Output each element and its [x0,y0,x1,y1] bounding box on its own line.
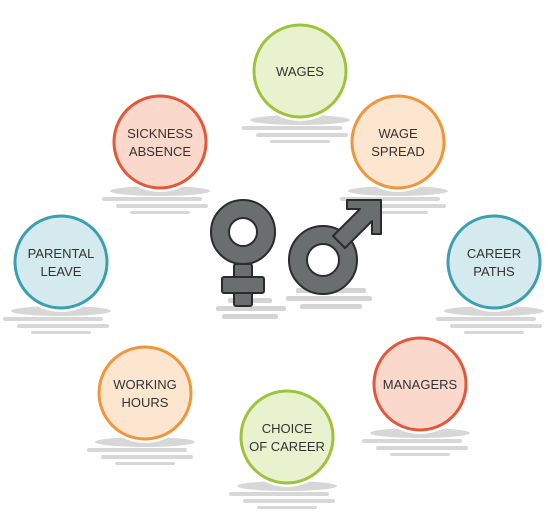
node-choice-of-career-label-2: OF CAREER [249,439,325,454]
node-wage-spread-label-1: WAGE [378,126,418,141]
node-parental-leave-label-1: PARENTAL [28,246,95,261]
node-sickness-absence-label-2: ABSENCE [129,144,191,159]
node-working-hours-circle [97,345,193,441]
node-wage-spread-circle [350,94,446,190]
node-working-hours-label-2: HOURS [122,395,169,410]
node-working-hours: WORKING HOURS [95,343,195,443]
node-wage-spread: WAGE SPREAD [348,92,448,192]
node-career-paths: CAREER PATHS [444,212,544,312]
node-layer: WAGES WAGE SPREAD CAREER PATHS MANAGERS CHOICE… [11,21,544,487]
node-parental-leave-label-2: LEAVE [41,264,82,279]
gender-symbols [210,199,382,319]
node-career-paths-label-2: PATHS [473,264,515,279]
node-choice-of-career: CHOICE OF CAREER [237,387,337,487]
male-symbol-icon [288,199,382,295]
node-working-hours-label-1: WORKING [113,377,177,392]
node-parental-leave: PARENTAL LEAVE [11,212,111,312]
node-wage-spread-label-2: SPREAD [371,144,424,159]
node-choice-of-career-label-1: CHOICE [262,421,313,436]
node-career-paths-circle [446,214,542,310]
node-career-paths-label-1: CAREER [467,246,521,261]
node-sickness-absence: SICKNESS ABSENCE [110,92,210,192]
node-wages-circle [252,23,348,119]
node-wages: WAGES [250,21,350,121]
node-managers-label-1: MANAGERS [383,377,458,392]
node-sickness-absence-label-1: SICKNESS [127,126,193,141]
female-symbol-icon [210,199,276,307]
node-sickness-absence-circle [112,94,208,190]
node-wages-label-1: WAGES [276,64,324,79]
node-managers: MANAGERS [370,334,470,434]
node-managers-circle [372,336,468,432]
wages-shadow [242,115,350,143]
node-parental-leave-circle [13,214,109,310]
node-choice-of-career-circle [239,389,335,485]
